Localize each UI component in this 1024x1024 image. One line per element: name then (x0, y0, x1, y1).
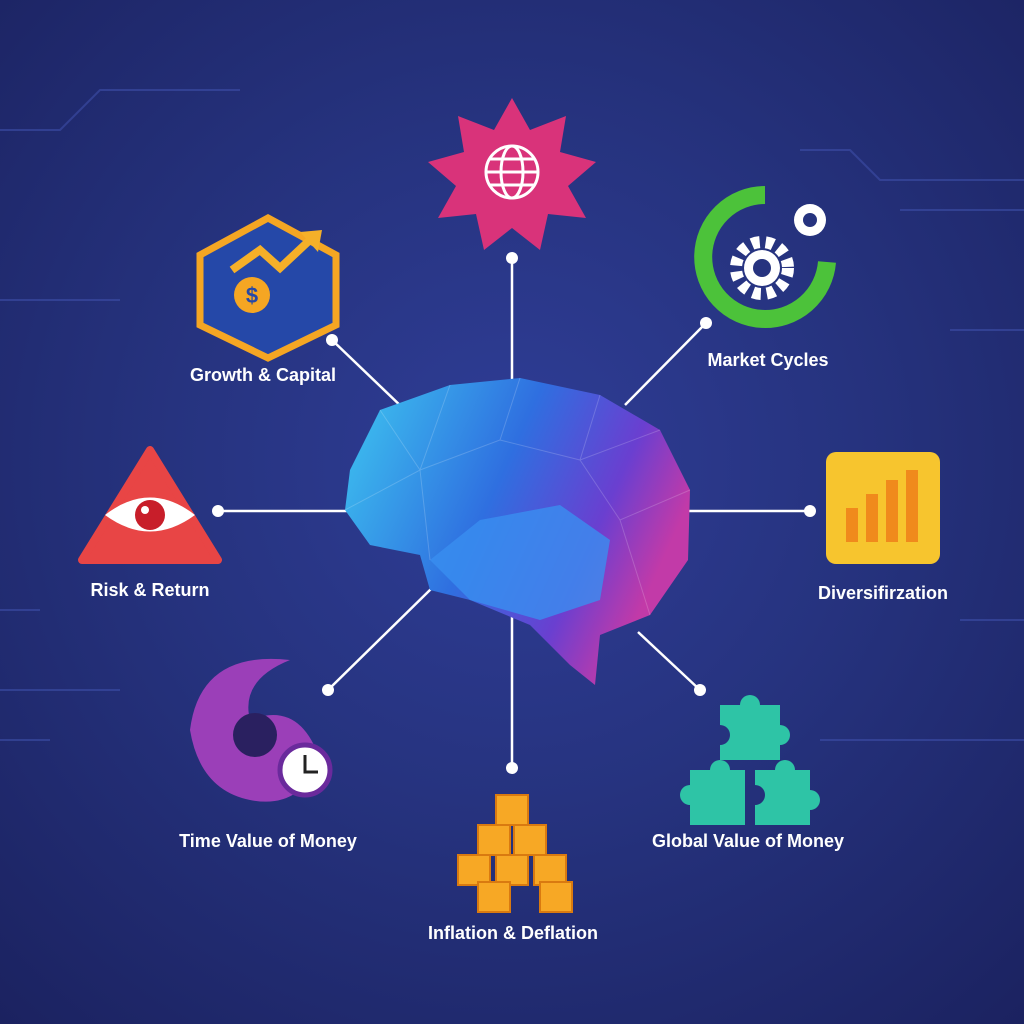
growth-dollar-icon: $ (196, 214, 340, 362)
gear-cycle-icon (694, 186, 836, 328)
bar-chart-icon (826, 452, 940, 564)
label-market-cycles: Market Cycles (707, 350, 829, 370)
label-inflation: Inflation & Deflation (428, 923, 598, 943)
label-global-value: Global Value of Money (651, 831, 845, 851)
connector-lines (218, 258, 810, 768)
label-time-value: Time Value of Money (179, 831, 357, 851)
connector-dots (212, 252, 816, 774)
globe-icon (428, 98, 596, 250)
label-risk-return: Risk & Return (90, 580, 210, 600)
label-diversification: Diversifirzation (817, 583, 949, 603)
brain-icon (344, 377, 691, 685)
svg-text:$: $ (246, 283, 258, 308)
clock-swirl-icon (190, 658, 333, 802)
circuit-decoration (0, 89, 1024, 741)
eye-warning-icon (78, 446, 222, 564)
cubes-icon (457, 794, 573, 913)
label-growth-capital: Growth & Capital (189, 365, 337, 385)
puzzle-icon (680, 695, 820, 825)
